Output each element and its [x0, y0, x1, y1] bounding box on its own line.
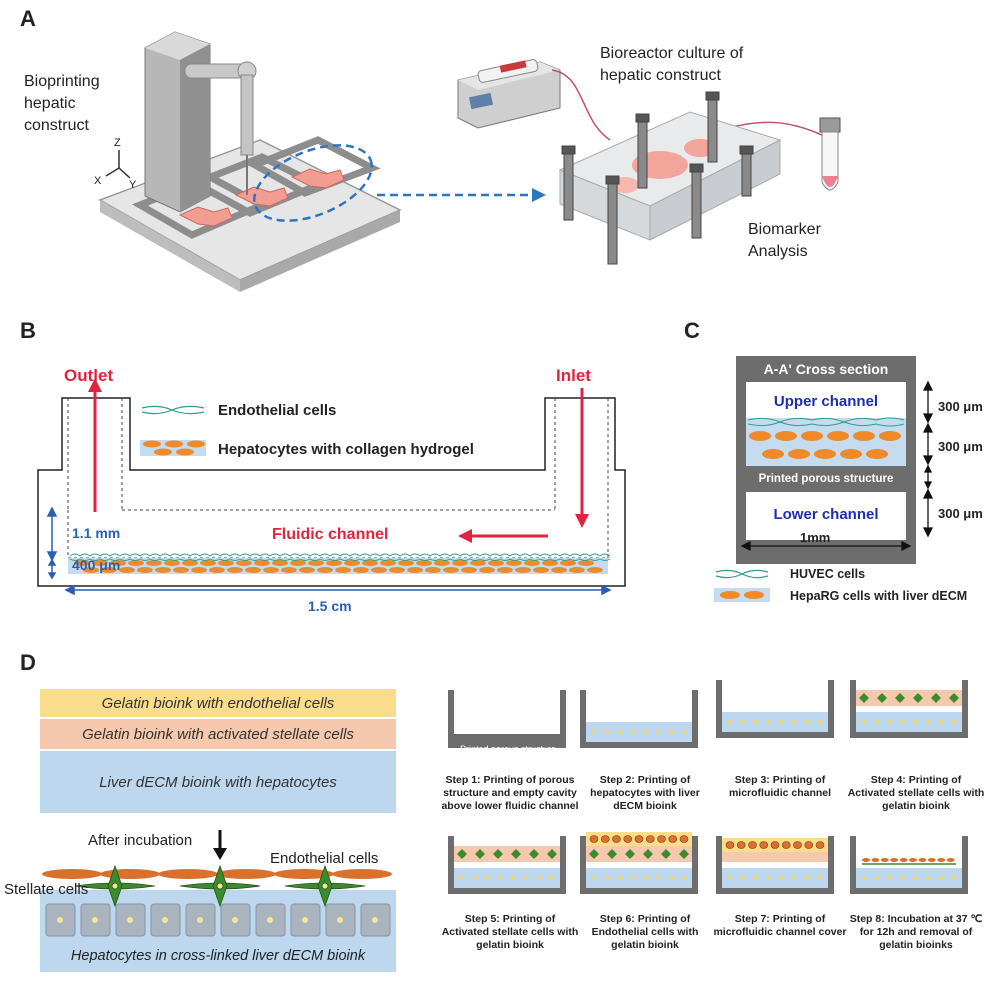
- bioprinting-label-3: construct: [24, 117, 89, 134]
- panel-a-illustration: [98, 31, 841, 292]
- step-label-5: Step 5: Printing of Activated stellate c…: [441, 913, 579, 951]
- bioprinting-label-2: hepatic: [24, 95, 76, 112]
- legend-heparg-label: HepaRG cells with liver dECM: [790, 589, 968, 603]
- lower-channel: [746, 492, 906, 540]
- width-label: 1mm: [800, 530, 831, 545]
- chip-body: [37, 397, 626, 587]
- axes-glyph: [105, 150, 131, 179]
- outlet-label: Outlet: [64, 366, 114, 385]
- steps-diagram: [448, 680, 968, 894]
- heparg-cells: [749, 431, 901, 459]
- step-label-3: Step 3: Printing of microfluidic channel: [728, 774, 832, 799]
- hepatocyte-boxes: [45, 903, 391, 937]
- bioreactor-label-1: Bioreactor culture of: [600, 45, 744, 62]
- step-label-2: Step 2: Printing of hepatocytes with liv…: [590, 774, 700, 812]
- hepatocytes-bottom-label: Hepatocytes in cross-linked liver dECM b…: [70, 948, 366, 964]
- fluidic-channel-label: Fluidic channel: [272, 526, 389, 543]
- legend-huvec-icon: [715, 569, 769, 579]
- printed-constructs: [178, 168, 345, 227]
- hepatocyte-cells: [74, 560, 603, 573]
- step-label-7: Step 7: Printing of microfluidic channel…: [713, 913, 847, 938]
- upper-channel: [746, 382, 906, 418]
- step-label-4: Step 4: Printing of Activated stellate c…: [847, 774, 985, 812]
- incubation-diagram: [40, 830, 396, 972]
- panel-b-letter: B: [20, 318, 36, 343]
- step-label-6: Step 6: Printing of Endothelial cells wi…: [591, 913, 699, 951]
- biomarker-label-2: Analysis: [748, 243, 808, 260]
- panel-c-diagram: [714, 356, 934, 602]
- stellate-cells: [74, 864, 366, 908]
- legend-huvec-label: HUVEC cells: [790, 567, 866, 581]
- stellate-label: Stellate cells: [4, 881, 89, 898]
- collection-tube: [819, 117, 841, 191]
- bioprinting-label-1: Bioprinting: [24, 73, 100, 90]
- endothelial-cells: [69, 553, 611, 561]
- lower-channel-label: Lower channel: [773, 506, 879, 523]
- tubing-in: [551, 69, 611, 141]
- axis-x-label: X: [94, 175, 102, 187]
- dim-label-3: 300 μm: [938, 506, 983, 521]
- legend-endothelial-icon: [141, 405, 205, 415]
- legend-hepatocytes-label: Hepatocytes with collagen hydrogel: [218, 441, 474, 458]
- biomarker-label-1: Biomarker: [748, 221, 821, 238]
- step-label-1: Step 1: Printing of porous structure and…: [441, 774, 579, 812]
- panel-d-letter: D: [20, 650, 36, 675]
- axis-z-label: Z: [114, 137, 121, 149]
- endothelial-label-d: Endothelial cells: [270, 850, 379, 867]
- upper-channel-label: Upper channel: [773, 393, 879, 410]
- syringe-pump: [457, 59, 561, 129]
- step1-inner-label: Printed porous structure: [459, 744, 557, 754]
- layer-gelatin-stellate: Gelatin bioink with activated stellate c…: [40, 719, 396, 749]
- chip-width-label: 1.5 cm: [308, 598, 352, 614]
- dim-label-2: 300 μm: [938, 439, 983, 454]
- bioreactor-bolts: [561, 91, 754, 265]
- inlet-label: Inlet: [556, 366, 591, 385]
- channel-height-label: 1.1 mm: [72, 525, 121, 541]
- bioreactor-label-2: hepatic construct: [600, 67, 721, 84]
- step-label-8: Step 8: Incubation at 37 ℃ for 12h and r…: [849, 913, 983, 951]
- axis-y-label: Y: [129, 179, 137, 191]
- porous-label: Printed porous structure: [758, 473, 894, 485]
- after-incubation-label: After incubation: [88, 832, 193, 849]
- dim-label-1: 300 μm: [938, 399, 983, 414]
- huvec-cells: [747, 417, 905, 427]
- cross-section-title: A-A' Cross section: [763, 361, 889, 377]
- layer-gelatin-endothelial: Gelatin bioink with endothelial cells: [40, 689, 396, 717]
- legend-endothelial-label: Endothelial cells: [218, 402, 337, 419]
- selection-ellipse: [253, 144, 373, 222]
- panel-b-diagram: [37, 378, 626, 596]
- panel-c-letter: C: [684, 318, 700, 343]
- layer-liver-decm: Liver dECM bioink with hepatocytes: [40, 751, 396, 813]
- panel-a-letter: A: [20, 6, 36, 31]
- layer-height-label: 400 μm: [72, 557, 121, 573]
